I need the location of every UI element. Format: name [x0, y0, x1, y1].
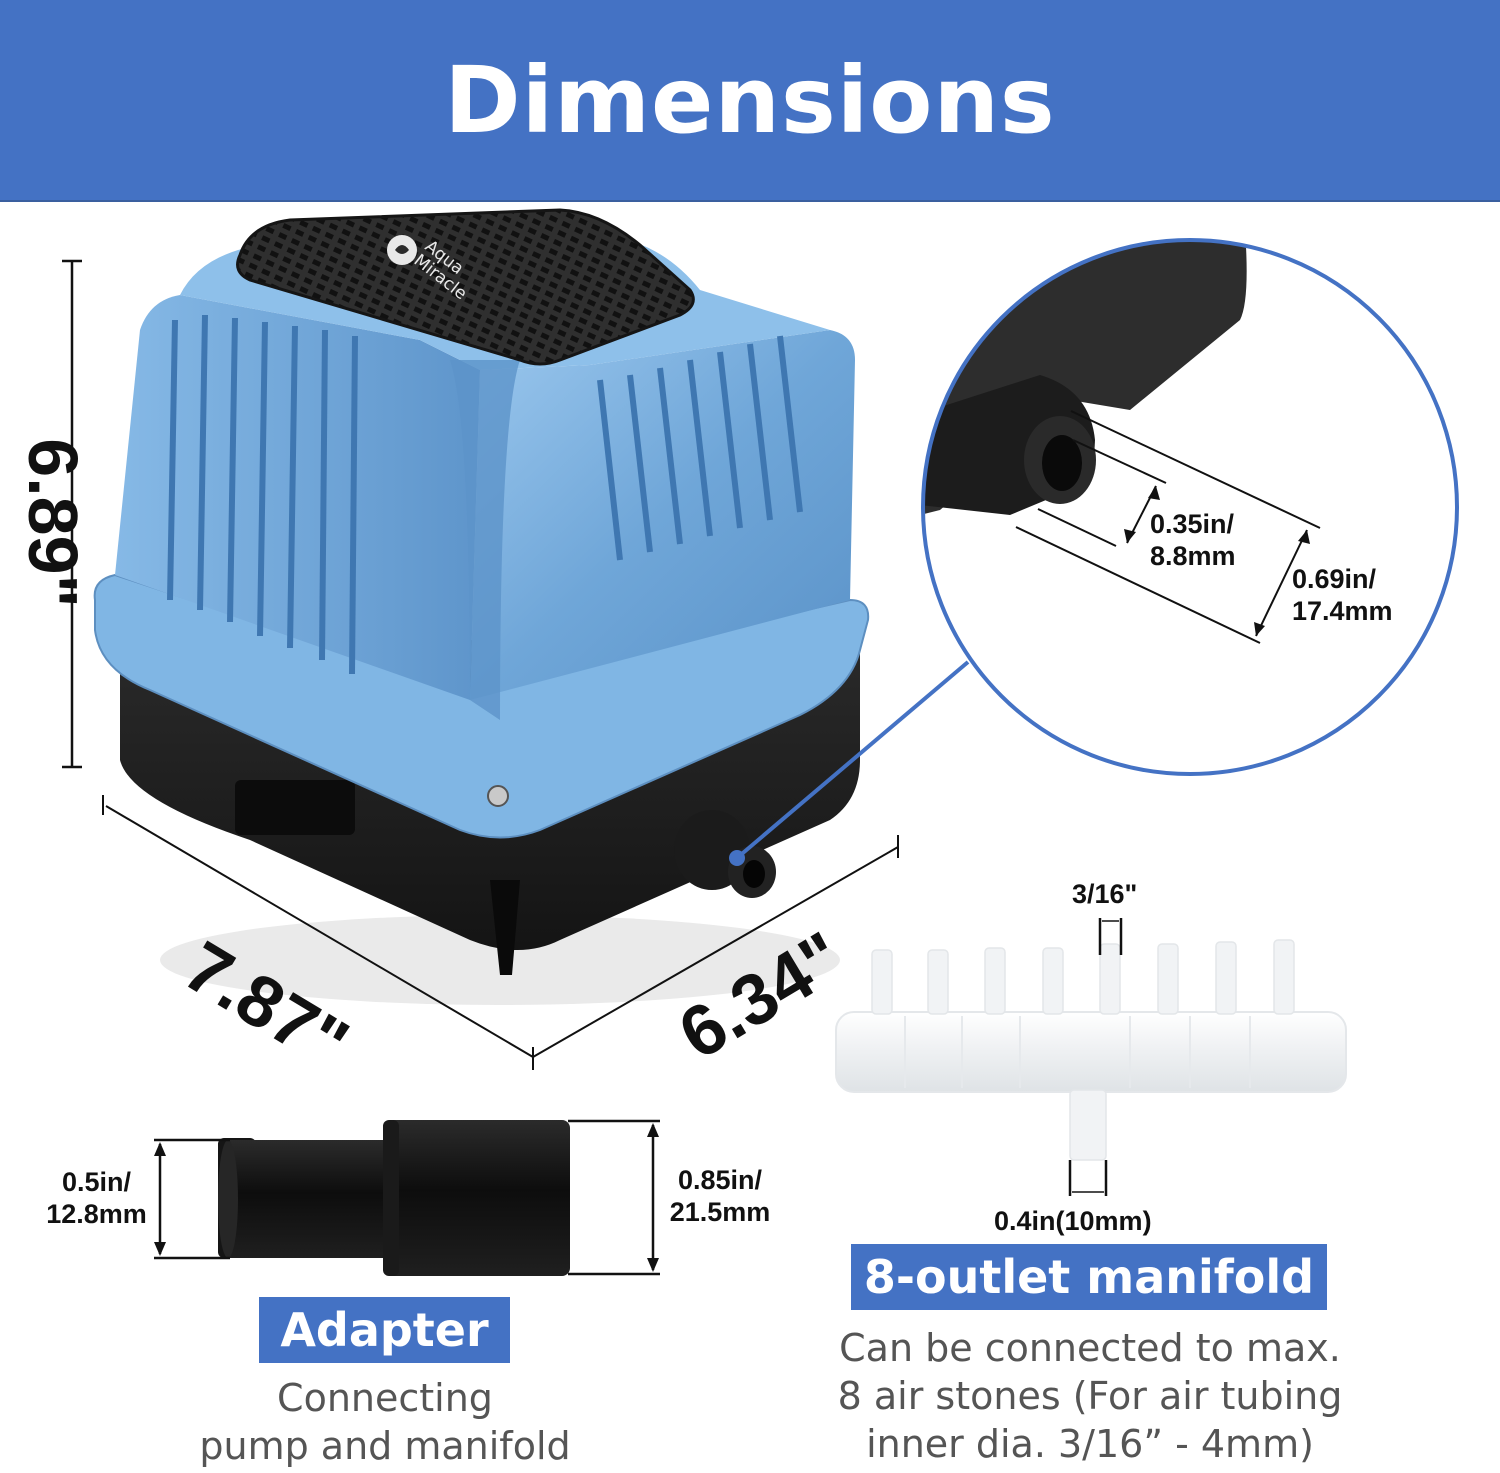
eight-outlet-manifold: [835, 918, 1347, 1196]
air-pump: [93, 208, 970, 1005]
length-dimension-line: [102, 795, 534, 1058]
left-cooling-fins: [167, 314, 358, 675]
adapter-badge: Adapter: [259, 1297, 510, 1363]
page-title: Dimensions: [444, 46, 1056, 154]
right-cooling-fins: [597, 335, 803, 561]
width-dimension-line: [532, 835, 899, 1070]
screw-icon: [487, 785, 509, 807]
adapter-small-end-label: 0.5in/ 12.8mm: [46, 1167, 147, 1230]
adapter-description: Connecting pump and manifold: [199, 1376, 571, 1468]
height-dimension-line: [62, 259, 82, 769]
pump-height-label: 6.89": [14, 438, 92, 608]
outlet-zoom-callout: [921, 238, 1459, 776]
manifold-outlet-size-label: 3/16": [1072, 879, 1138, 909]
adapter-large-end-label: 0.85in/ 21.5mm: [669, 1165, 771, 1228]
outlet-inner-diameter-label: 0.35in/ 8.8mm: [1150, 509, 1236, 572]
adapter-fitting: [154, 1119, 660, 1276]
outlet-outer-diameter-label: 0.69in/ 17.4mm: [1292, 564, 1393, 627]
manifold-description: Can be connected to max. 8 air stones (F…: [837, 1326, 1343, 1466]
manifold-badge: 8-outlet manifold: [851, 1244, 1327, 1310]
callout-anchor-dot: [729, 850, 745, 866]
callout-pointer-line: [735, 660, 970, 860]
header-banner: Dimensions: [0, 0, 1500, 202]
manifold-inlet-size-label: 0.4in(10mm): [994, 1206, 1152, 1236]
